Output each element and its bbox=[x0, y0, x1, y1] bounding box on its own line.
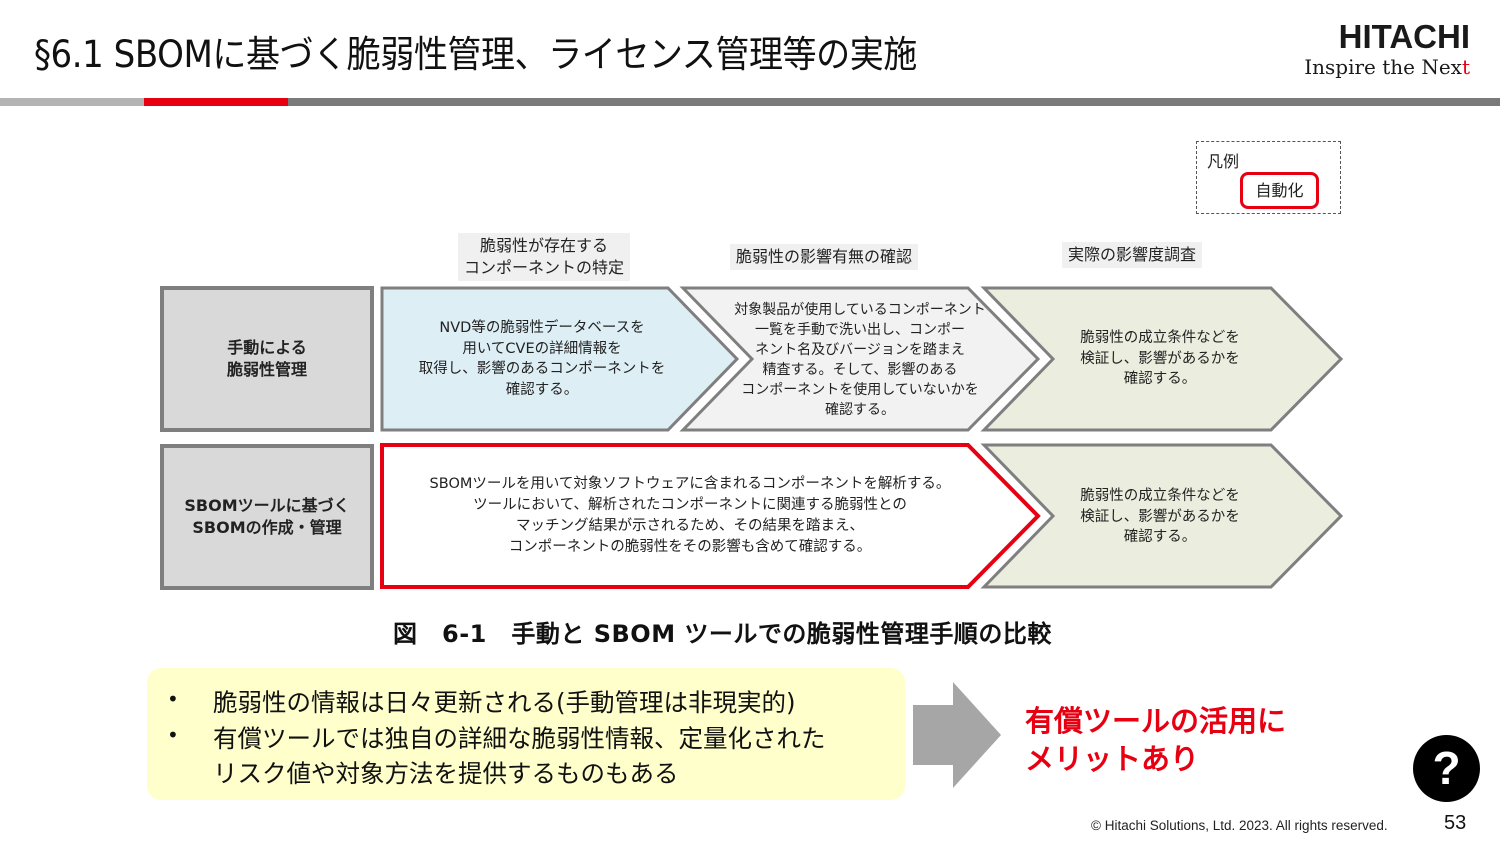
figure-caption: 図 6-1 手動と SBOM ツールでの脆弱性管理手順の比較 bbox=[393, 620, 1052, 648]
row1-step3-chevron bbox=[980, 286, 1344, 432]
legend-box: 凡例 自動化 bbox=[1196, 141, 1341, 214]
conclusion-line1: 有償ツールの活用に bbox=[1025, 704, 1287, 738]
text-line: 脆弱性の成立条件などを bbox=[1080, 488, 1240, 505]
note-text: 有償ツールでは独自の詳細な脆弱性情報、定量化された bbox=[213, 724, 826, 753]
phase-label-identify: 脆弱性が存在する コンポーネントの特定 bbox=[458, 233, 631, 281]
note-text: リスク値や対象方法を提供するものもある bbox=[213, 759, 679, 788]
text-line: マッチング結果が示されるため、その結果を踏まえ、 bbox=[515, 518, 864, 534]
text-line: 確認する。 bbox=[505, 381, 579, 398]
phase-label-impact-survey-text: 実際の影響度調査 bbox=[1068, 245, 1197, 264]
row-label-sbom-tool-line2: SBOMの作成・管理 bbox=[192, 518, 342, 537]
row-label-manual-line2: 脆弱性管理 bbox=[226, 360, 307, 379]
text-line: NVD等の脆弱性データベースを bbox=[439, 320, 645, 336]
logo-tagline: Inspire the Next bbox=[1304, 56, 1470, 78]
text-line: 確認する。 bbox=[1123, 371, 1197, 388]
hitachi-logo: HITACHI Inspire the Next bbox=[1304, 18, 1470, 79]
bullet-icon: • bbox=[167, 723, 179, 747]
phase-label-identify-line2: コンポーネントの特定 bbox=[464, 258, 625, 277]
text-line: 一覧を手動で洗い出し、コンポー bbox=[755, 322, 965, 338]
text-line: 対象製品が使用しているコンポーネント bbox=[734, 302, 986, 318]
legend-automated-chip: 自動化 bbox=[1240, 172, 1319, 209]
row1-step2-text: 対象製品が使用しているコンポーネント 一覧を手動で洗い出し、コンポー ネント名及… bbox=[722, 290, 998, 430]
row1-step2-chevron bbox=[679, 286, 1041, 432]
phase-label-identify-line1: 脆弱性が存在する bbox=[480, 236, 609, 255]
row2-step2-text: 脆弱性の成立条件などを 検証し、影響があるかを 確認する。 bbox=[1040, 446, 1280, 588]
row2-step1-text: SBOMツールを用いて対象ソフトウェアに含まれるコンポーネントを解析する。 ツー… bbox=[400, 446, 980, 586]
conclusion-text: 有償ツールの活用に メリットあり bbox=[1025, 702, 1286, 778]
header-divider-left bbox=[0, 98, 144, 106]
logo-tagline-last: t bbox=[1461, 55, 1470, 79]
text-line: 確認する。 bbox=[1123, 529, 1197, 546]
slide-title: §6.1 SBOMに基づく脆弱性管理、ライセンス管理等の実施 bbox=[34, 33, 917, 76]
notes-box: • 脆弱性の情報は日々更新される(手動管理は非現実的) • 有償ツールでは独自の… bbox=[147, 668, 905, 800]
header-divider-right bbox=[288, 98, 1500, 106]
text-line: 脆弱性の成立条件などを bbox=[1080, 330, 1240, 347]
logo-tagline-main: Inspire the Nex bbox=[1304, 55, 1462, 79]
legend-title: 凡例 bbox=[1207, 152, 1240, 171]
row1-step1-text: NVD等の脆弱性データベースを 用いてCVEの詳細情報を 取得し、影響のあるコン… bbox=[392, 288, 692, 430]
row2-step1-chevron-automated bbox=[380, 443, 1041, 589]
header-divider-accent bbox=[144, 98, 288, 106]
row-label-manual: 手動による 脆弱性管理 bbox=[160, 286, 374, 432]
phase-label-impact-check: 脆弱性の影響有無の確認 bbox=[730, 244, 919, 270]
phase-label-impact-check-text: 脆弱性の影響有無の確認 bbox=[736, 247, 913, 266]
text-line: 取得し、影響のあるコンポーネントを bbox=[418, 361, 666, 377]
row-label-sbom-tool-line1: SBOMツールに基づく bbox=[184, 496, 350, 515]
question-mark-icon[interactable]: ? bbox=[1413, 735, 1480, 802]
text-line: SBOMツールを用いて対象ソフトウェアに含まれるコンポーネントを解析する。 bbox=[429, 476, 951, 492]
bullet-icon: • bbox=[167, 687, 179, 711]
row2-step2-chevron bbox=[980, 443, 1344, 589]
phase-label-impact-survey: 実際の影響度調査 bbox=[1062, 242, 1203, 268]
text-line: コンポーネントを使用していないかを bbox=[741, 382, 979, 398]
logo-brand: HITACHI bbox=[1338, 18, 1470, 55]
header-divider bbox=[0, 98, 1500, 106]
text-line: 確認する。 bbox=[825, 402, 895, 418]
right-arrow-icon bbox=[913, 682, 1001, 788]
note-text: 脆弱性の情報は日々更新される(手動管理は非現実的) bbox=[213, 688, 796, 717]
row-label-manual-line1: 手動による bbox=[227, 338, 307, 357]
text-line: コンポーネントの脆弱性をその影響も含めて確認する。 bbox=[508, 539, 872, 555]
text-line: ネント名及びバージョンを踏まえ bbox=[755, 342, 965, 358]
page-number: 53 bbox=[1444, 812, 1467, 834]
row1-step1-chevron bbox=[380, 286, 740, 432]
text-line: 検証し、影響があるかを bbox=[1080, 508, 1240, 525]
copyright-notice: © Hitachi Solutions, Ltd. 2023. All righ… bbox=[1091, 818, 1388, 833]
text-line: ツールにおいて、解析されたコンポーネントに関連する脆弱性との bbox=[473, 497, 907, 513]
row-label-sbom-tool: SBOMツールに基づく SBOMの作成・管理 bbox=[160, 444, 374, 590]
text-line: 精査する。そして、影響のある bbox=[762, 362, 958, 378]
text-line: 用いてCVEの詳細情報を bbox=[462, 340, 622, 357]
row1-step3-text: 脆弱性の成立条件などを 検証し、影響があるかを 確認する。 bbox=[1040, 288, 1280, 430]
conclusion-line2: メリットあり bbox=[1025, 742, 1200, 776]
text-line: 検証し、影響があるかを bbox=[1080, 350, 1240, 367]
